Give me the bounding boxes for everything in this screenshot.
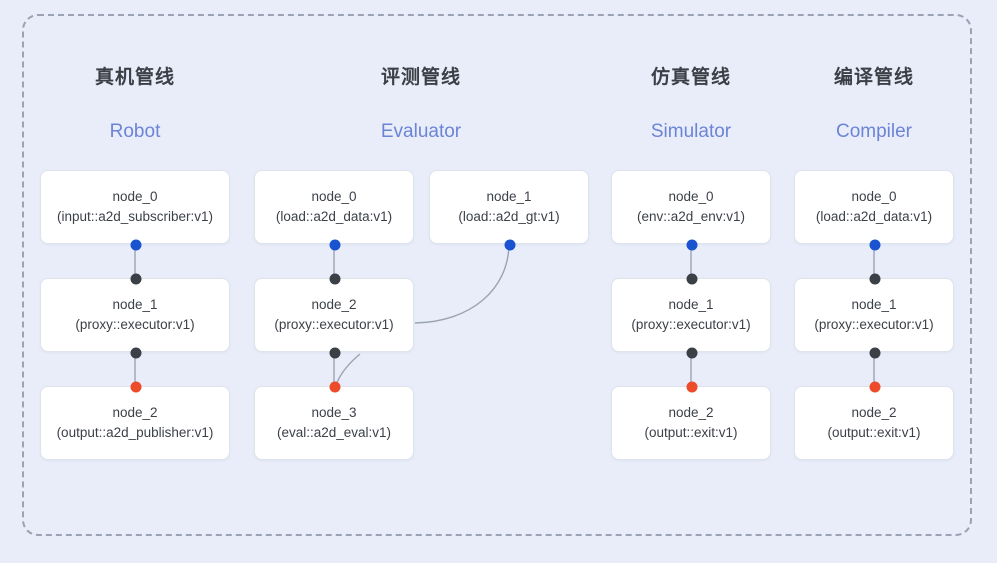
edge-eval-executor-to-eval [335, 353, 361, 386]
edge-eval-gt-to-executor [414, 242, 510, 324]
column-title-en-compiler: Compiler [835, 121, 913, 142]
port-input-red[interactable] [686, 381, 698, 393]
node-spec: (env::a2d_env:v1) [636, 209, 746, 224]
node-robot-2[interactable]: node_2 (output::a2d_publisher:v1) [40, 381, 230, 460]
column-title-en-evaluator: Evaluator [380, 121, 462, 142]
node-spec: (proxy::executor:v1) [631, 317, 751, 332]
column-header-simulator: 仿真管线 Simulator [601, 62, 781, 143]
port-output-blue[interactable] [686, 239, 698, 251]
port-output-blue[interactable] [329, 239, 341, 251]
node-name: node_0 [112, 188, 158, 204]
node-name: node_1 [112, 296, 158, 312]
node-evaluator-0[interactable]: node_0 (load::a2d_data:v1) [254, 170, 414, 251]
column-title-cn-robot: 真机管线 [94, 67, 175, 88]
node-spec: (load::a2d_data:v1) [815, 209, 933, 224]
node-name: node_2 [311, 296, 357, 312]
node-spec: (load::a2d_data:v1) [275, 209, 393, 224]
node-name: node_2 [668, 404, 714, 420]
node-compiler-0[interactable]: node_0 (load::a2d_data:v1) [794, 170, 954, 251]
port-output-blue[interactable] [130, 239, 142, 251]
node-name: node_0 [311, 188, 357, 204]
column-header-compiler: 编译管线 Compiler [784, 62, 964, 143]
node-name: node_3 [311, 404, 357, 420]
node-evaluator-2[interactable]: node_2 (proxy::executor:v1) [254, 273, 414, 359]
node-spec: (proxy::executor:v1) [814, 317, 934, 332]
column-title-cn-simulator: 仿真管线 [650, 67, 731, 88]
node-compiler-1[interactable]: node_1 (proxy::executor:v1) [794, 273, 954, 359]
node-spec: (load::a2d_gt:v1) [458, 209, 560, 224]
node-simulator-2[interactable]: node_2 (output::exit:v1) [611, 381, 771, 460]
node-name: node_1 [668, 296, 714, 312]
port-input-black[interactable] [869, 273, 881, 285]
port-input-red[interactable] [130, 381, 142, 393]
node-name: node_2 [851, 404, 897, 420]
port-input-red[interactable] [869, 381, 881, 393]
node-name: node_1 [851, 296, 897, 312]
node-spec: (proxy::executor:v1) [75, 317, 195, 332]
node-spec: (input::a2d_subscriber:v1) [56, 209, 214, 224]
port-output-blue[interactable] [869, 239, 881, 251]
node-evaluator-3[interactable]: node_3 (eval::a2d_eval:v1) [254, 381, 414, 460]
node-robot-0[interactable]: node_0 (input::a2d_subscriber:v1) [40, 170, 230, 251]
column-title-cn-compiler: 编译管线 [833, 67, 914, 88]
port-input-black[interactable] [329, 273, 341, 285]
port-input-red[interactable] [329, 381, 341, 393]
node-spec: (output::exit:v1) [827, 425, 921, 440]
node-robot-1[interactable]: node_1 (proxy::executor:v1) [40, 273, 230, 359]
node-spec: (proxy::executor:v1) [274, 317, 394, 332]
port-input-black[interactable] [686, 273, 698, 285]
node-spec: (output::a2d_publisher:v1) [56, 425, 214, 440]
column-header-robot: 真机管线 Robot [45, 62, 225, 143]
node-name: node_0 [851, 188, 897, 204]
node-simulator-1[interactable]: node_1 (proxy::executor:v1) [611, 273, 771, 359]
column-header-evaluator: 评测管线 Evaluator [331, 62, 511, 143]
port-output-black[interactable] [130, 347, 142, 359]
node-simulator-0[interactable]: node_0 (env::a2d_env:v1) [611, 170, 771, 251]
node-spec: (eval::a2d_eval:v1) [276, 425, 392, 440]
port-output-black[interactable] [869, 347, 881, 359]
port-input-black[interactable] [130, 273, 142, 285]
node-name: node_2 [112, 404, 158, 420]
node-spec: (output::exit:v1) [644, 425, 738, 440]
port-output-black[interactable] [686, 347, 698, 359]
column-title-en-robot: Robot [109, 121, 161, 142]
node-name: node_1 [486, 188, 532, 204]
node-name: node_0 [668, 188, 714, 204]
node-evaluator-1[interactable]: node_1 (load::a2d_gt:v1) [429, 170, 589, 251]
column-title-cn-evaluator: 评测管线 [380, 67, 461, 88]
column-title-en-simulator: Simulator [650, 121, 732, 142]
node-compiler-2[interactable]: node_2 (output::exit:v1) [794, 381, 954, 460]
port-output-black[interactable] [329, 347, 341, 359]
port-output-blue[interactable] [504, 239, 516, 251]
